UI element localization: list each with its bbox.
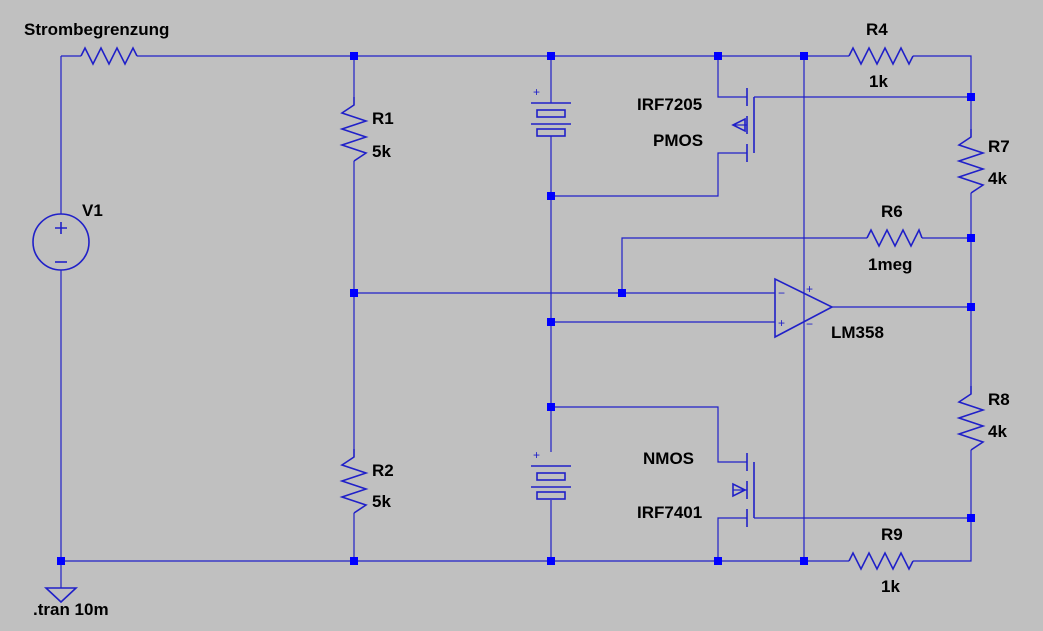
label-r4-value: 1k [869,72,888,91]
label-r6-value: 1meg [868,255,912,274]
label-nmos-part: IRF7401 [637,503,702,522]
opamp-lm358[interactable]: − + + − [774,277,834,339]
label-r2-name: R2 [372,461,394,480]
wire-pmos-source[interactable] [717,56,747,98]
voltage-source-v1[interactable] [32,213,90,271]
junction [547,52,555,60]
junction [350,289,358,297]
label-r9-name: R9 [881,525,903,544]
opamp-minus-input: − [778,286,785,300]
ground-symbol[interactable] [43,587,79,604]
label-r7-value: 4k [988,169,1007,188]
junction [967,303,975,311]
junctions [57,52,975,565]
junction [800,52,808,60]
junction [57,557,65,565]
junction [967,514,975,522]
nmos-transistor[interactable] [732,453,755,527]
label-opamp: LM358 [831,323,884,342]
resistor-strombegrenzung[interactable] [80,46,138,66]
label-nmos-type: NMOS [643,449,694,468]
wire-bottom-right[interactable] [913,450,972,562]
junction [547,192,555,200]
resistor-r7[interactable] [956,129,986,194]
label-r8-name: R8 [988,390,1010,409]
resistor-r9[interactable] [848,551,914,571]
opamp-vplus-pin: + [806,282,813,296]
pmos-transistor[interactable] [731,88,755,162]
label-r2-value: 5k [372,492,391,511]
label-r1-value: 5k [372,142,391,161]
label-r4-name: R4 [866,20,888,39]
label-r7-name: R7 [988,137,1010,156]
label-pmos-part: IRF7205 [637,95,702,114]
resistor-r4[interactable] [848,46,914,66]
junction [350,52,358,60]
junction [618,289,626,297]
label-pmos-type: PMOS [653,131,703,150]
wires [60,55,972,588]
label-r6-name: R6 [881,202,903,221]
resistor-r8[interactable] [956,386,986,451]
battery-lower[interactable]: + [531,448,571,500]
wire-nmos-source[interactable] [717,517,747,561]
junction [800,557,808,565]
wire-pmos-drain[interactable] [551,152,747,197]
label-r8-value: 4k [988,422,1007,441]
resistor-r1[interactable] [339,97,369,162]
wire-top-right[interactable] [913,55,972,129]
wire-r6-left[interactable] [621,237,867,293]
resistor-r6[interactable] [866,228,923,248]
battery-upper[interactable]: + [531,85,571,137]
label-r9-value: 1k [881,577,900,596]
opamp-plus-input: + [778,316,785,330]
battery-upper-plus: + [533,85,540,99]
wire-nmos-drain[interactable] [551,406,747,463]
junction [714,557,722,565]
junction [967,93,975,101]
junction [714,52,722,60]
junction [547,318,555,326]
junction [547,403,555,411]
label-strombegrenzung: Strombegrenzung [24,20,169,39]
label-r1-name: R1 [372,109,394,128]
junction [967,234,975,242]
junction [547,557,555,565]
battery-lower-plus: + [533,448,540,462]
spice-directive-tran[interactable]: .tran 10m [33,600,109,619]
opamp-vminus-pin: − [806,317,813,331]
label-v1: V1 [82,201,103,220]
junction [350,557,358,565]
resistor-r2[interactable] [339,449,369,514]
